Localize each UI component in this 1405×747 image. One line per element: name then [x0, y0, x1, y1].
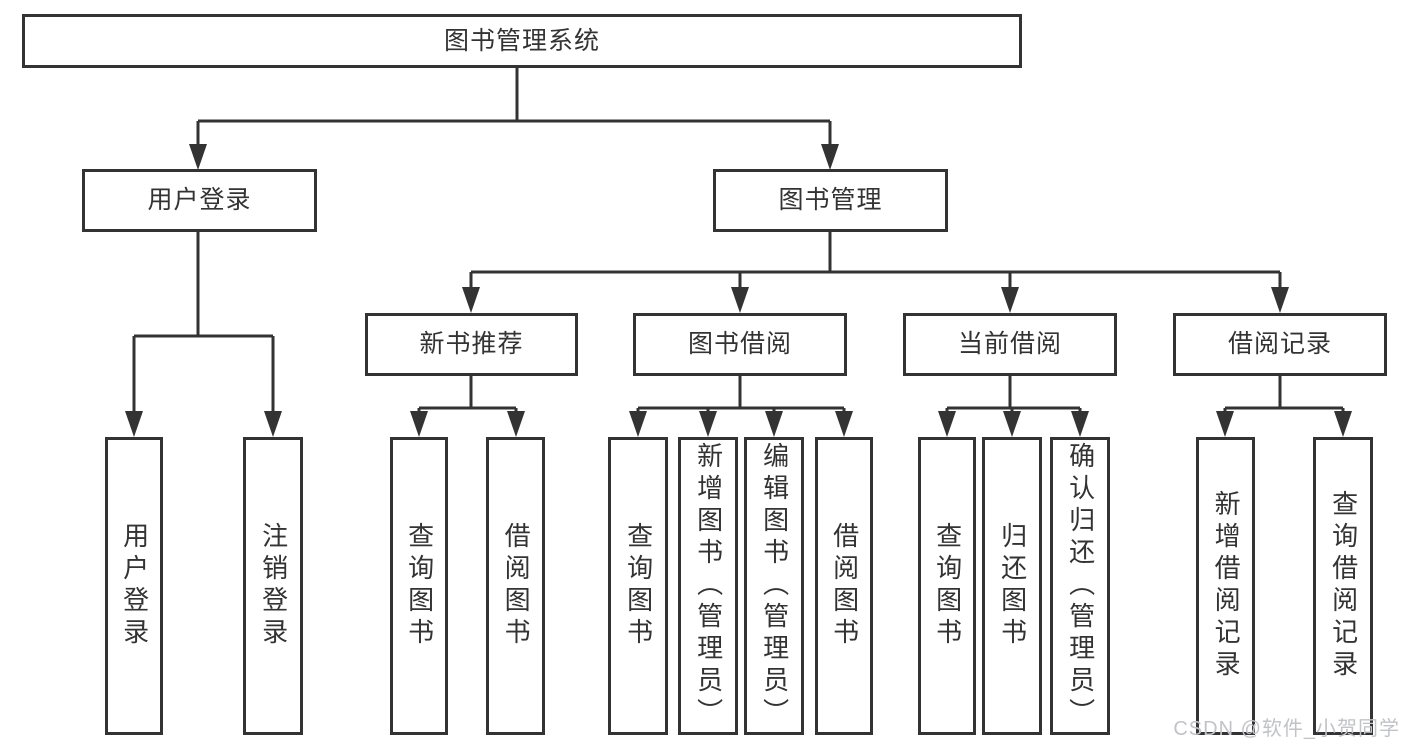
node-leaf-confirm-return-admin: 确认归还（管理员）	[1050, 437, 1110, 735]
connector-user-login-to-leaves	[132, 230, 275, 413]
node-new-book-rec: 新书推荐	[365, 313, 578, 376]
node-user-login: 用户登录	[82, 169, 317, 232]
arrowheads	[125, 144, 1352, 437]
node-leaf-confirm-return-admin-label: 确认归还（管理员）	[1065, 442, 1096, 730]
connector-current-borrow-to-leaves	[945, 374, 1082, 413]
node-leaf-query-books-3: 查询图书	[918, 437, 976, 735]
node-leaf-add-borrow-record: 新增借阅记录	[1196, 437, 1255, 735]
node-current-borrow-label: 当前借阅	[957, 330, 1062, 358]
node-book-borrow-label: 图书借阅	[687, 330, 792, 358]
node-leaf-user-login-label: 用户登录	[119, 522, 150, 650]
node-leaf-query-books-1-label: 查询图书	[404, 522, 435, 650]
node-leaf-borrow-books-1-label: 借阅图书	[501, 522, 532, 650]
csdn-watermark: CSDN @软件_小贺同学	[1173, 718, 1400, 740]
node-root-label: 图书管理系统	[443, 26, 600, 55]
node-user-login-label: 用户登录	[147, 186, 252, 214]
node-leaf-borrow-books-2: 借阅图书	[815, 437, 873, 735]
node-book-borrow: 图书借阅	[633, 313, 847, 376]
node-leaf-query-borrow-record: 查询借阅记录	[1313, 437, 1373, 735]
node-leaf-add-book-admin: 新增图书（管理员）	[678, 437, 738, 735]
node-leaf-query-books-2: 查询图书	[608, 437, 668, 735]
node-leaf-logout: 注销登录	[243, 437, 303, 735]
node-new-book-rec-label: 新书推荐	[419, 330, 524, 358]
node-leaf-edit-book-admin-label: 编辑图书（管理员）	[759, 442, 790, 730]
connector-book-mgmt-to-level3	[469, 230, 1282, 288]
node-leaf-logout-label: 注销登录	[258, 522, 289, 650]
node-leaf-borrow-books-2-label: 借阅图书	[829, 522, 860, 650]
connector-book-borrow-to-leaves	[636, 374, 846, 413]
node-book-mgmt: 图书管理	[713, 169, 948, 232]
node-leaf-query-books-1: 查询图书	[390, 437, 448, 735]
connector-root-to-level2	[196, 68, 832, 146]
node-current-borrow: 当前借阅	[903, 313, 1117, 376]
node-book-mgmt-label: 图书管理	[778, 186, 883, 214]
node-leaf-query-books-3-label: 查询图书	[932, 522, 963, 650]
node-leaf-return-book-label: 归还图书	[997, 522, 1028, 650]
connector-borrow-records-to-leaves	[1223, 374, 1345, 413]
node-leaf-return-book: 归还图书	[982, 437, 1042, 735]
node-root: 图书管理系统	[22, 14, 1022, 68]
node-leaf-query-books-2-label: 查询图书	[623, 522, 654, 650]
node-leaf-borrow-books-1: 借阅图书	[486, 437, 545, 735]
node-leaf-add-borrow-record-label: 新增借阅记录	[1211, 490, 1242, 682]
node-leaf-user-login: 用户登录	[105, 437, 163, 735]
node-borrow-records: 借阅记录	[1173, 313, 1387, 376]
node-leaf-edit-book-admin: 编辑图书（管理员）	[744, 437, 804, 735]
connector-new-book-rec-to-leaves	[417, 374, 518, 413]
node-leaf-query-borrow-record-label: 查询借阅记录	[1328, 490, 1359, 682]
node-borrow-records-label: 借阅记录	[1227, 330, 1332, 358]
node-leaf-add-book-admin-label: 新增图书（管理员）	[693, 442, 724, 730]
